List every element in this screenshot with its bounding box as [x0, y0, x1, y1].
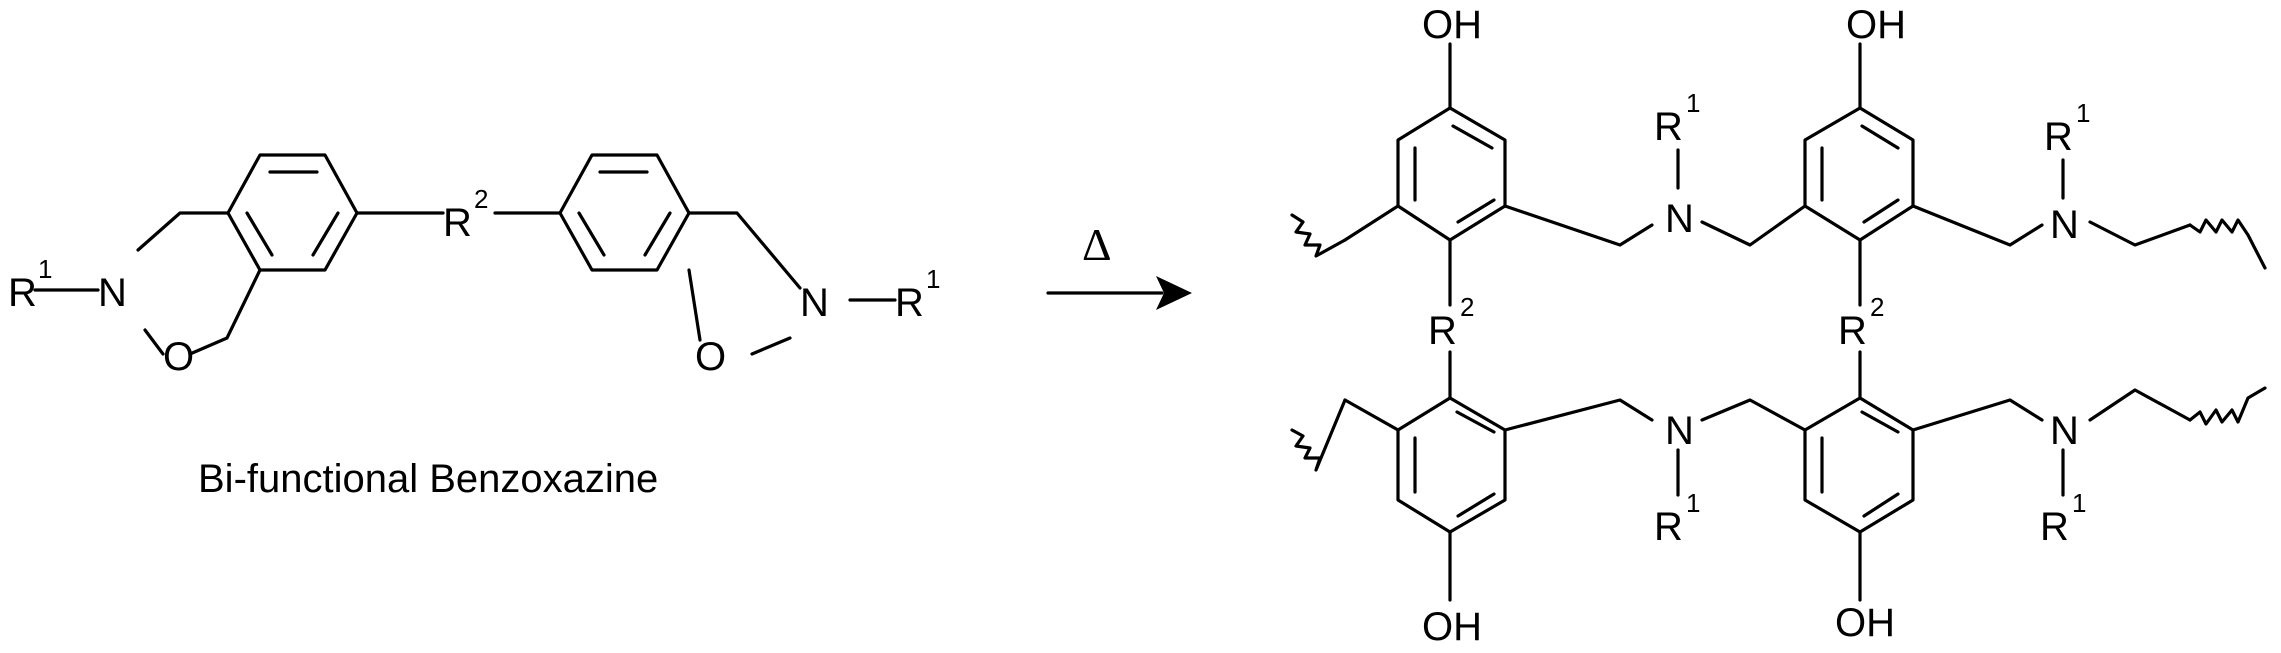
monomer-bonds	[33, 153, 897, 356]
monomer-caption: Bi-functional Benzoxazine	[198, 457, 658, 501]
monomer-atom-labels: R 1 N O R 2 O N R 1	[8, 184, 940, 379]
reaction-arrow: Δ	[1046, 219, 1192, 310]
atom-r1-bottom-mid: R	[1654, 505, 1683, 549]
atom-n-bottom-right: N	[2050, 409, 2079, 453]
bifunctional-benzoxazine-structure: R 1 N O R 2 O N R 1 Bi-functional Benzox…	[8, 153, 940, 501]
polybenzoxazine-structure: OH R 1 N OH R 1 N R 2 R 2 N R 1 OH N R 1…	[1290, 3, 2267, 649]
superscript-1-top-mid: 1	[1686, 88, 1700, 118]
superscript-1-left: 1	[38, 254, 52, 284]
atom-n-left: N	[98, 271, 127, 315]
atom-r1-right: R	[895, 281, 924, 325]
atom-o-left: O	[163, 335, 194, 379]
superscript-1-right: 1	[926, 264, 940, 294]
superscript-1-bottom-right: 1	[2072, 488, 2086, 518]
atom-o-right: O	[695, 335, 726, 379]
atom-oh-bottom-right: OH	[1835, 601, 1895, 645]
atom-n-top-right: N	[2050, 203, 2079, 247]
atom-r1-left: R	[8, 271, 37, 315]
atom-oh-top-right: OH	[1846, 3, 1906, 47]
superscript-2-left-bridge: 2	[1460, 292, 1474, 322]
polymer-bonds	[1290, 42, 2267, 602]
atom-r2-left-bridge: R	[1428, 309, 1457, 353]
atom-r1-top-mid: R	[1654, 105, 1683, 149]
atom-r2-right-bridge: R	[1838, 309, 1867, 353]
superscript-2-right-bridge: 2	[1870, 292, 1884, 322]
atom-n-bottom-mid: N	[1665, 409, 1694, 453]
heat-symbol: Δ	[1082, 219, 1112, 270]
atom-n-right: N	[800, 281, 829, 325]
superscript-2-linker: 2	[474, 184, 488, 214]
superscript-1-top-right: 1	[2076, 98, 2090, 128]
polymer-atom-labels: OH R 1 N OH R 1 N R 2 R 2 N R 1 OH N R 1…	[1422, 3, 2090, 649]
atom-n-top-mid: N	[1665, 197, 1694, 241]
atom-oh-bottom-left: OH	[1422, 605, 1482, 649]
arrow-head-icon	[1156, 276, 1192, 310]
superscript-1-bottom-mid: 1	[1686, 488, 1700, 518]
atom-r1-bottom-right: R	[2040, 505, 2069, 549]
atom-r2-linker: R	[443, 201, 472, 245]
atom-r1-top-right: R	[2044, 115, 2073, 159]
atom-oh-top-left: OH	[1422, 3, 1482, 47]
